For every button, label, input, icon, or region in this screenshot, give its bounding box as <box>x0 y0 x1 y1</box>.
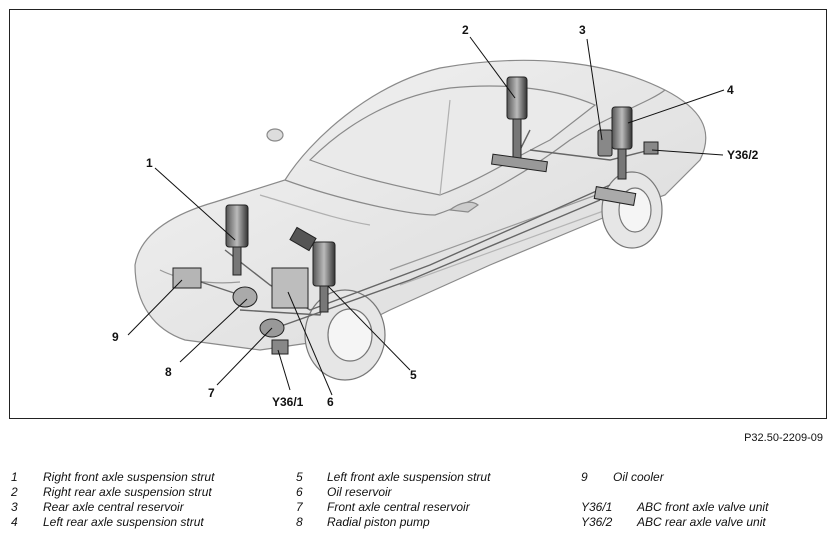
legend-text: Right rear axle suspension strut <box>43 485 212 499</box>
legend-item: 4 Left rear axle suspension strut <box>11 515 214 530</box>
legend-text: Right front axle suspension strut <box>43 470 215 484</box>
legend-number: 1 <box>11 470 18 484</box>
legend-number: 4 <box>11 515 18 529</box>
figure-id: P32.50-2209-09 <box>744 432 823 444</box>
callout-9: 9 <box>112 330 119 344</box>
legend-number: 9 <box>581 470 588 484</box>
legend-item: Y36/2 ABC rear axle valve unit <box>581 515 768 530</box>
legend-text <box>613 485 616 500</box>
legend-item: 1 Right front axle suspension strut <box>11 470 214 485</box>
legend-item: 3 Rear axle central reservoir <box>11 500 214 515</box>
legend-column-2: 5 Left front axle suspension strut 6 Oil r… <box>296 470 490 530</box>
legend-column-1: 1 Right front axle suspension strut 2 Righ… <box>11 470 214 530</box>
legend-text: Oil reservoir <box>327 485 392 499</box>
legend-item: 7 Front axle central reservoir <box>296 500 490 515</box>
legend-text: ABC rear axle valve unit <box>637 515 766 529</box>
legend-item: Y36/1 ABC front axle valve unit <box>581 500 768 515</box>
legend-number: Y36/1 <box>581 500 613 514</box>
legend-number <box>581 485 613 500</box>
legend-text: Left rear axle suspension strut <box>43 515 204 529</box>
legend-number: 8 <box>296 515 303 529</box>
legend-column-3: 9 Oil cooler Y36/1 ABC front axle valve un… <box>581 470 768 530</box>
callout-y36-1: Y36/1 <box>272 395 304 409</box>
legend-item <box>581 485 768 500</box>
legend-number: 5 <box>296 470 303 484</box>
legend-text: Radial piston pump <box>327 515 430 529</box>
leader-lines <box>127 36 725 396</box>
legend-item: 9 Oil cooler <box>581 470 768 485</box>
callout-6: 6 <box>327 395 334 409</box>
car-illustration <box>127 36 725 396</box>
callout-1: 1 <box>146 156 153 170</box>
legend-text: Front axle central reservoir <box>327 500 470 514</box>
callout-4: 4 <box>727 83 734 97</box>
legend-text: ABC front axle valve unit <box>637 500 769 514</box>
callout-y36-2: Y36/2 <box>727 148 759 162</box>
callout-3: 3 <box>579 23 586 37</box>
legend-text: Rear axle central reservoir <box>43 500 184 514</box>
diagram-frame: 1 2 3 4 Y36/2 5 6 Y36/1 7 8 9 <box>9 9 827 419</box>
legend-item: 5 Left front axle suspension strut <box>296 470 490 485</box>
legend-number: Y36/2 <box>581 515 613 529</box>
legend-number: 6 <box>296 485 303 499</box>
callout-5: 5 <box>410 368 417 382</box>
legend-text: Oil cooler <box>613 470 664 484</box>
callout-7: 7 <box>208 386 215 400</box>
legend-number: 2 <box>11 485 18 499</box>
legend-text: Left front axle suspension strut <box>327 470 491 484</box>
legend-number: 7 <box>296 500 303 514</box>
legend-item: 6 Oil reservoir <box>296 485 490 500</box>
legend-number: 3 <box>11 500 18 514</box>
callout-8: 8 <box>165 365 172 379</box>
legend-item: 8 Radial piston pump <box>296 515 490 530</box>
callout-2: 2 <box>462 23 469 37</box>
legend-item: 2 Right rear axle suspension strut <box>11 485 214 500</box>
